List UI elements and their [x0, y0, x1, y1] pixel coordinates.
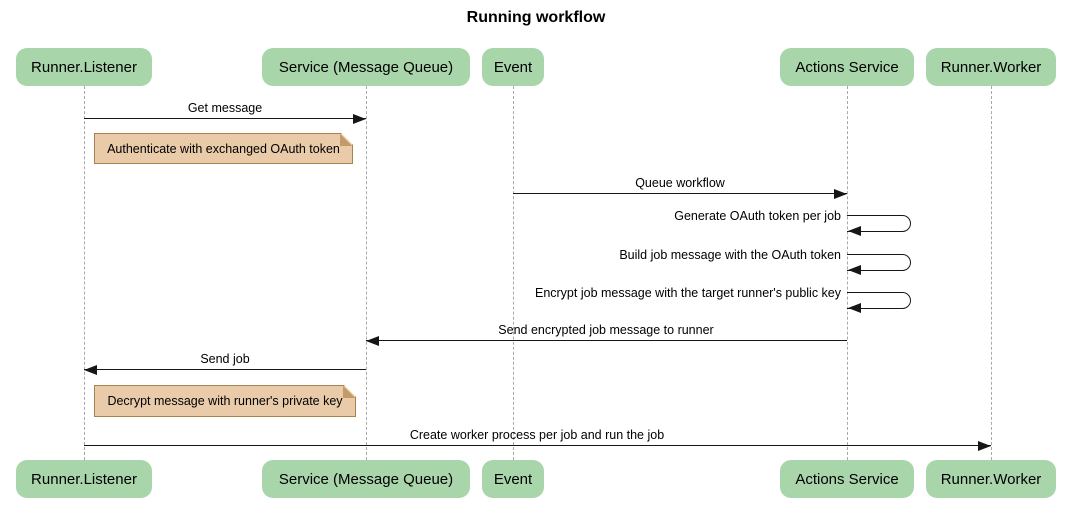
message-build-job-message-arrowhead-icon: [848, 265, 861, 275]
diagram-title: Running workflow: [466, 9, 606, 26]
message-queue-workflow-label: Queue workflow: [635, 176, 725, 190]
participant-service-message-queue-top: Service (Message Queue): [262, 48, 470, 86]
message-queue-workflow-line: [513, 193, 847, 194]
lifeline-runner-listener: [84, 86, 85, 460]
message-send-encrypted-label: Send encrypted job message to runner: [498, 323, 714, 337]
message-generate-oauth-token-label: Generate OAuth token per job: [674, 209, 841, 223]
message-encrypt-job-message-loop: [847, 292, 911, 309]
message-encrypt-job-message-arrowhead-icon: [848, 303, 861, 313]
message-send-job-arrowhead-icon: [84, 365, 97, 375]
participant-runner-listener-top: Runner.Listener: [16, 48, 152, 86]
participant-service-message-queue-bottom: Service (Message Queue): [262, 460, 470, 498]
note-authenticate: Authenticate with exchanged OAuth token: [94, 133, 353, 164]
note-decrypt: Decrypt message with runner's private ke…: [94, 385, 356, 417]
message-create-worker-label: Create worker process per job and run th…: [409, 428, 665, 442]
message-create-worker-line: [84, 445, 991, 446]
message-generate-oauth-token-arrowhead-icon: [848, 226, 861, 236]
participant-actions-service-bottom: Actions Service: [780, 460, 914, 498]
message-build-job-message-loop: [847, 254, 911, 271]
lifeline-actions-service: [847, 86, 848, 460]
message-send-job-label: Send job: [200, 352, 250, 366]
message-send-encrypted-line: [366, 340, 847, 341]
message-queue-workflow-arrowhead-icon: [834, 189, 847, 199]
message-send-job-line: [84, 369, 366, 370]
participant-actions-service-top: Actions Service: [780, 48, 914, 86]
participant-runner-worker-top: Runner.Worker: [926, 48, 1056, 86]
lifeline-runner-worker: [991, 86, 992, 460]
message-get-message-line: [84, 118, 366, 119]
participant-runner-listener-bottom: Runner.Listener: [16, 460, 152, 498]
participant-event-bottom: Event: [482, 460, 544, 498]
message-send-encrypted-arrowhead-icon: [366, 336, 379, 346]
message-build-job-message-label: Build job message with the OAuth token: [619, 248, 841, 262]
message-generate-oauth-token-loop: [847, 215, 911, 232]
participant-event-top: Event: [482, 48, 544, 86]
participant-runner-worker-bottom: Runner.Worker: [926, 460, 1056, 498]
message-get-message-label: Get message: [187, 101, 263, 115]
message-encrypt-job-message-label: Encrypt job message with the target runn…: [534, 286, 841, 300]
lifeline-event: [513, 86, 514, 460]
lifeline-service-message-queue: [366, 86, 367, 460]
message-create-worker-arrowhead-icon: [978, 441, 991, 451]
message-get-message-arrowhead-icon: [353, 114, 366, 124]
